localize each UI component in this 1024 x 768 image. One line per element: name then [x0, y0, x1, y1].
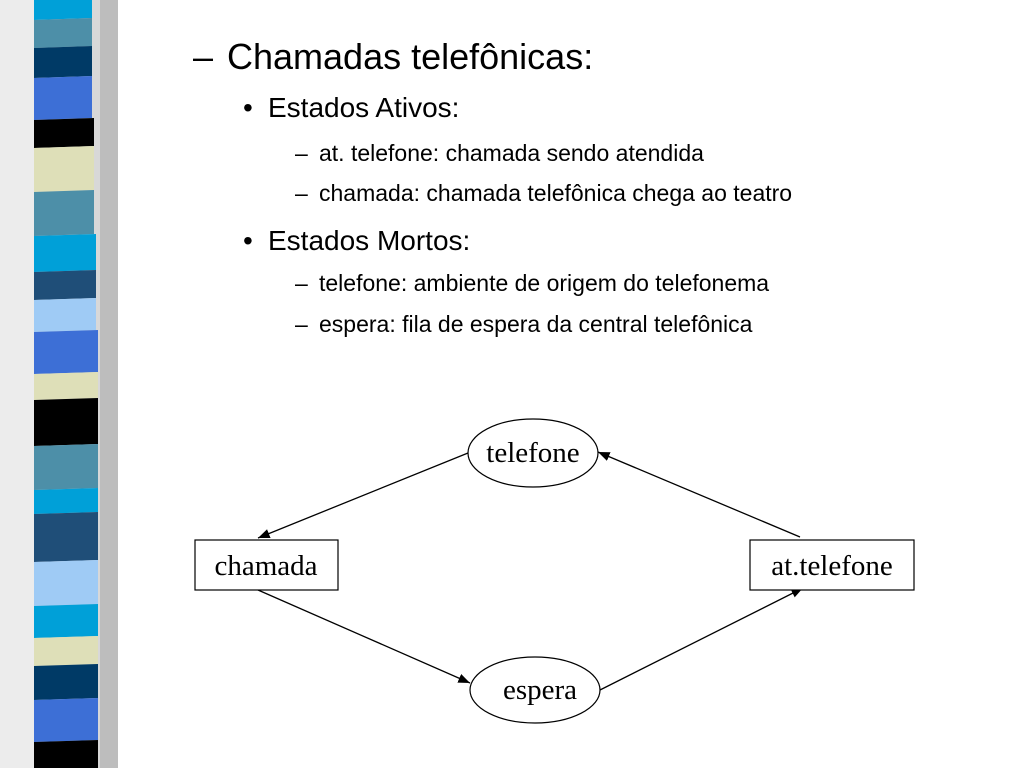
edge-chamada-to-espera: [257, 589, 471, 684]
list-item: –at. telefone: chamada sendo atendida: [295, 139, 704, 167]
node-telefone-label: telefone: [486, 437, 579, 469]
heading-line: –Chamadas telefônicas:: [193, 35, 593, 79]
list-item: –telefone: ambiente de origem do telefon…: [295, 269, 769, 297]
bullet-outline: –Chamadas telefônicas: •Estados Ativos: …: [193, 35, 792, 338]
node-espera: espera: [469, 656, 601, 724]
bullet-marker: •: [243, 92, 253, 123]
list-item-text: chamada: chamada telefônica chega ao tea…: [319, 180, 793, 206]
section-title-text: Estados Ativos:: [268, 92, 460, 123]
list-item: –chamada: chamada telefônica chega ao te…: [295, 179, 792, 207]
node-chamada: chamada: [194, 539, 339, 591]
edge-telefone-to-chamada: [257, 452, 469, 539]
dash-marker: –: [193, 36, 214, 77]
edge-at-telefone-to-telefone: [597, 451, 801, 538]
section-title-ativos: • Estados Ativos:: [243, 91, 459, 125]
list-item-text: espera: fila de espera da central telefô…: [319, 311, 753, 337]
heading-text: Chamadas telefônicas:: [227, 36, 594, 77]
edge-espera-to-at-telefone: [599, 587, 804, 691]
dash-marker: –: [295, 140, 308, 166]
node-chamada-box: [194, 539, 339, 591]
node-telefone: telefone: [467, 418, 599, 488]
section-title-mortos: • Estados Mortos:: [243, 224, 470, 258]
dash-marker: –: [295, 311, 308, 337]
decorative-stripe-bar: [0, 0, 118, 768]
node-at-telefone: at.telefone: [749, 539, 915, 591]
node-telefone-ellipse: [467, 418, 599, 488]
node-espera-ellipse: [469, 656, 601, 724]
bullet-marker: •: [243, 225, 253, 256]
node-espera-label: espera: [503, 674, 577, 706]
list-item: –espera: fila de espera da central telef…: [295, 310, 752, 338]
node-at-telefone-label: at.telefone: [771, 550, 893, 582]
node-chamada-label: chamada: [214, 550, 317, 582]
dash-marker: –: [295, 180, 308, 206]
node-at-telefone-box: [749, 539, 915, 591]
list-item-text: telefone: ambiente de origem do telefone…: [319, 270, 770, 296]
list-item-text: at. telefone: chamada sendo atendida: [319, 140, 704, 166]
dash-marker: –: [295, 270, 308, 296]
section-title-text: Estados Mortos:: [268, 225, 471, 256]
